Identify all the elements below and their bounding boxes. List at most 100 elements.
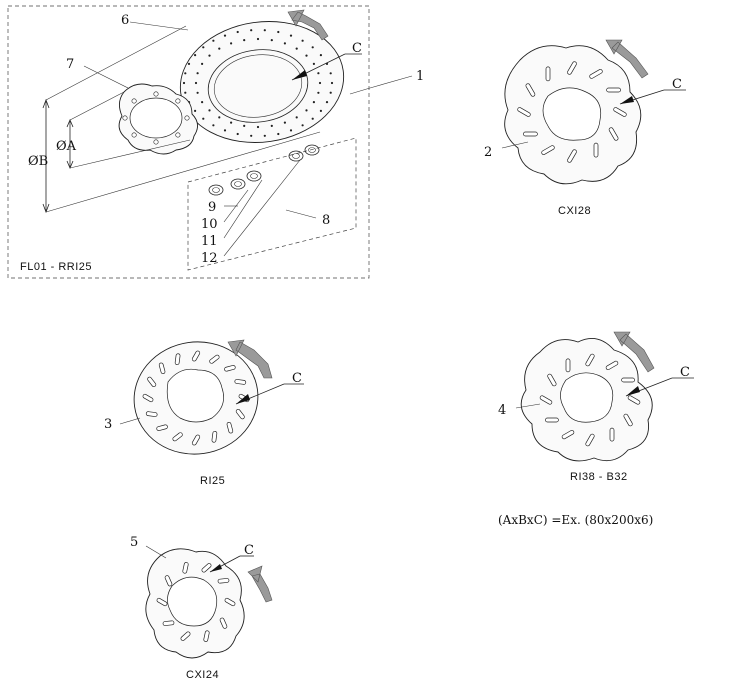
disc-slot: [145, 411, 158, 417]
rotation-arrow-cxi24: [247, 565, 273, 603]
drill-hole: [236, 132, 239, 136]
disc-slot: [224, 597, 236, 607]
disc-slot: [224, 365, 236, 372]
disc-slot: [147, 376, 157, 388]
drill-hole: [256, 37, 260, 41]
disc-ri38-b32: [520, 337, 653, 462]
bushing: [246, 170, 262, 182]
bushing-bore: [234, 181, 242, 187]
disc-carrier: [118, 83, 198, 155]
disc-slot: [567, 61, 577, 75]
bushings-group: [187, 137, 357, 271]
disc-slot: [211, 430, 218, 443]
drill-hole: [283, 42, 286, 45]
part-number-2: 2: [484, 145, 492, 160]
disc-slot: [180, 631, 191, 641]
drill-hole: [312, 62, 315, 65]
drill-hole: [270, 124, 273, 127]
bushing: [304, 144, 320, 156]
part-number-10: 10: [201, 217, 218, 232]
disc-slot: [561, 430, 575, 440]
leader-3: [119, 417, 141, 425]
c-label-cxi24: C: [244, 543, 254, 558]
carrier-hole: [131, 132, 137, 138]
dimension-formula: (AxBxC) =Ex. (80x200x6): [498, 513, 653, 527]
disc-slot: [209, 354, 220, 364]
drill-hole: [330, 81, 334, 85]
drill-hole: [295, 47, 298, 50]
drill-hole: [201, 101, 204, 104]
drill-hole: [329, 72, 332, 75]
drill-hole: [184, 91, 187, 94]
disc-slot: [609, 427, 615, 442]
carrier-hole: [122, 115, 128, 121]
drill-hole: [194, 81, 198, 85]
disc-slot: [623, 413, 633, 427]
disc-slot: [235, 408, 245, 420]
carrier-hole: [175, 98, 181, 104]
drill-hole: [243, 39, 246, 42]
dimension-label-b: ØB: [28, 154, 48, 169]
carrier-hole: [153, 139, 159, 145]
drill-hole: [319, 109, 322, 112]
drill-hole: [212, 124, 215, 127]
drill-hole: [202, 46, 205, 49]
disc-slot: [156, 424, 168, 431]
disc-slot: [606, 87, 621, 93]
carrier-hole: [175, 132, 181, 138]
drill-hole: [187, 62, 191, 65]
drill-hole: [212, 39, 215, 42]
disc-slot: [589, 69, 603, 79]
disc-slot: [621, 377, 635, 383]
part-number-3: 3: [104, 417, 112, 432]
dimension-label-a: ØA: [56, 139, 77, 154]
bushing: [230, 178, 246, 190]
disc-slot: [219, 617, 228, 629]
drill-hole: [196, 72, 199, 75]
leader-5: [145, 545, 167, 559]
drill-hole: [312, 101, 315, 104]
disc-slot: [203, 630, 210, 642]
disc-slot: [545, 66, 551, 82]
disc-slot: [158, 362, 166, 375]
kit-frame: [7, 5, 370, 279]
drill-hole: [263, 134, 266, 137]
drill-hole: [182, 81, 186, 85]
rotation-arrow-kit: [287, 9, 329, 41]
disc-slot: [613, 107, 627, 117]
disc-slot: [182, 562, 189, 574]
drill-hole: [318, 81, 322, 85]
drill-hole: [301, 124, 304, 127]
rotation-arrow-ri25: [227, 339, 273, 379]
disc-slot: [191, 350, 201, 362]
part-number-12: 12: [201, 251, 218, 266]
disc-slot: [174, 353, 181, 366]
disc-cxi28: [504, 45, 642, 185]
disc-slot: [565, 358, 571, 373]
part-number-1: 1: [416, 69, 424, 84]
rotation-arrow-cxi28: [605, 39, 649, 79]
drill-hole: [230, 121, 233, 124]
bushing-bore: [250, 173, 258, 179]
drill-hole: [236, 30, 239, 34]
disc-slot: [164, 575, 173, 587]
kit-leader-lines: [83, 21, 413, 257]
floating-disc-ring: [179, 21, 345, 143]
c-label-kit: C: [352, 41, 362, 56]
drill-hole: [311, 117, 314, 120]
disc-slot: [627, 395, 641, 405]
rotation-arrow-ri38: [613, 331, 655, 373]
disc-slot: [545, 417, 559, 423]
c-label-ri38: C: [680, 365, 690, 380]
leader-4: [515, 403, 541, 409]
part-number-11: 11: [201, 234, 218, 249]
c-pointer-cxi28: [619, 89, 686, 105]
carrier-hole: [131, 98, 137, 104]
carrier-hole: [153, 91, 159, 97]
disc-slot: [585, 433, 595, 447]
disc-slot: [541, 145, 555, 155]
drill-hole: [250, 29, 253, 32]
drill-hole: [317, 72, 320, 75]
drill-hole: [277, 132, 280, 136]
